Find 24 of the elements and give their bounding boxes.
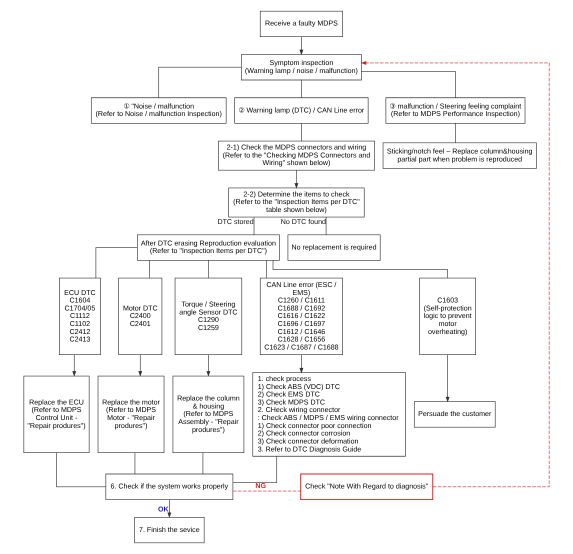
connector	[202, 452, 204, 474]
connector	[301, 123, 302, 142]
connector	[232, 490, 301, 492]
arrow	[72, 354, 76, 377]
arrow	[206, 354, 210, 377]
connector	[301, 80, 302, 98]
connector	[361, 71, 456, 98]
connector	[232, 456, 278, 483]
arrow	[446, 354, 450, 402]
connector	[158, 66, 242, 98]
connector	[96, 247, 138, 278]
arrow	[138, 354, 142, 377]
arrow	[299, 36, 304, 56]
connector	[149, 260, 150, 278]
connector	[56, 452, 106, 488]
connector	[208, 260, 209, 278]
connector	[272, 260, 448, 278]
connector	[266, 260, 267, 278]
arrow	[294, 170, 298, 189]
connector	[134, 452, 136, 474]
connector	[455, 123, 456, 143]
arrow	[299, 354, 304, 374]
arrow	[360, 61, 550, 488]
arrow	[167, 499, 172, 518]
